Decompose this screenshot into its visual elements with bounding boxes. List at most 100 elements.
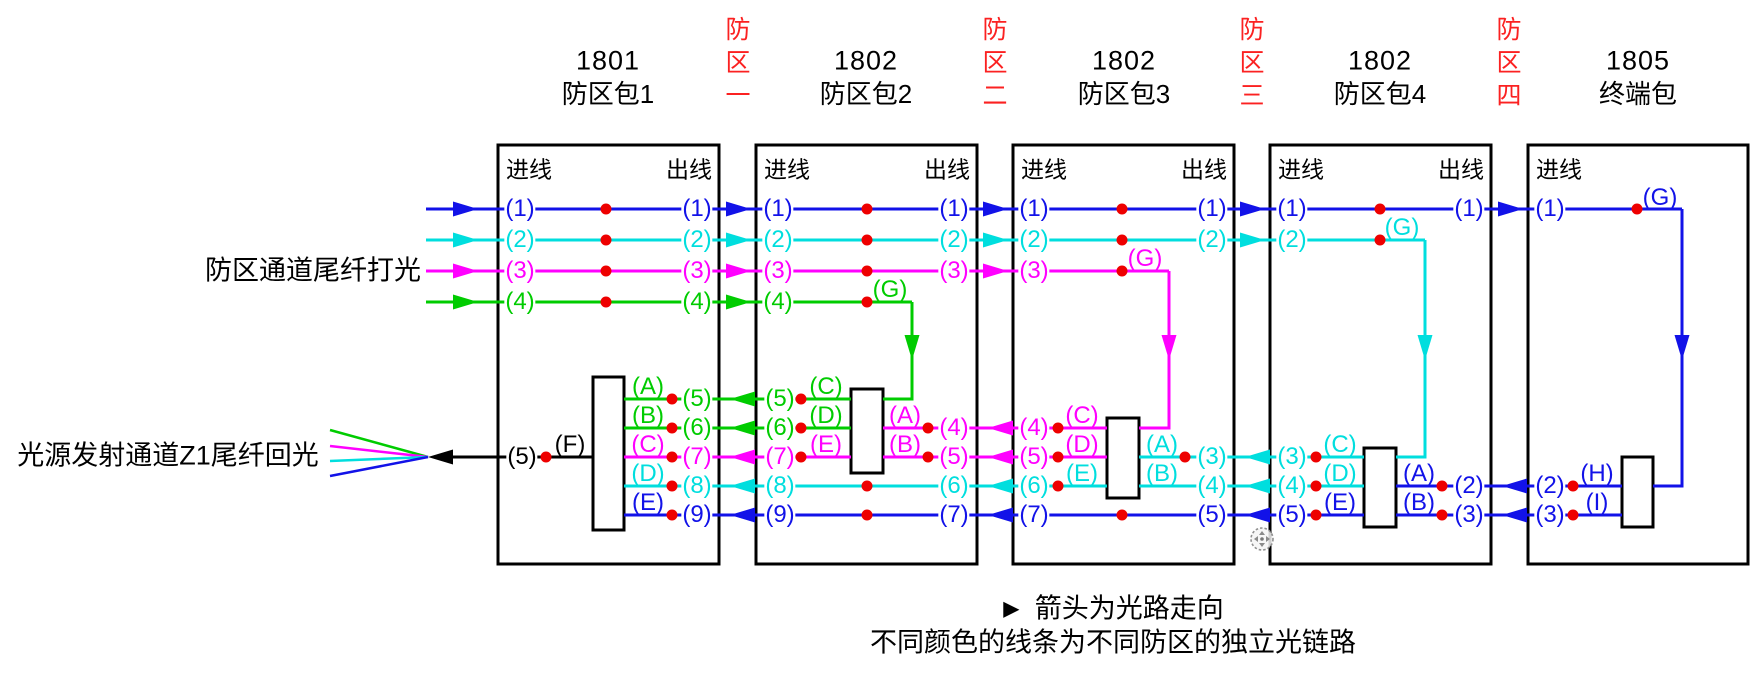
fiber-label: (A)	[1146, 431, 1178, 458]
fiber-label: (B)	[1403, 489, 1435, 516]
fiber-label: (I)	[1585, 489, 1609, 516]
port-label: (4)	[504, 288, 536, 315]
flow-arrow-icon	[1245, 449, 1270, 465]
fiber-label: (C)	[631, 431, 665, 458]
fiber-label: (D)	[809, 402, 843, 429]
flow-arrow-icon	[1240, 232, 1265, 248]
flow-arrow-icon	[1674, 335, 1690, 360]
zone-separator-char: 防	[725, 16, 751, 44]
zone-separator-label: 防区二	[982, 14, 1007, 113]
port-label: (5)	[1018, 443, 1050, 470]
outlet-header: 出线	[1181, 156, 1227, 183]
splitter-rect	[1105, 416, 1141, 500]
flow-arrow-icon	[453, 232, 478, 248]
inlet-header: 进线	[506, 156, 552, 183]
port-label: (6)	[681, 414, 713, 441]
splitter-rect	[1620, 455, 1655, 529]
port-label: (5)	[1276, 501, 1308, 528]
flow-arrow-icon	[726, 263, 751, 279]
port-label: (3)	[1196, 443, 1228, 470]
inlet-header: 进线	[1278, 156, 1324, 183]
splice-dot	[666, 480, 678, 492]
port-label: (4)	[1196, 472, 1228, 499]
zone-box	[496, 143, 721, 566]
flow-arrow-icon	[1245, 507, 1270, 523]
port-label: (5)	[506, 443, 538, 470]
flow-arrow-icon	[904, 335, 920, 360]
box-name: 防区包3	[1077, 79, 1171, 109]
splice-dot	[666, 422, 678, 434]
port-label: (4)	[681, 288, 713, 315]
splitter-rect	[591, 375, 626, 532]
port-label: (3)	[938, 257, 970, 284]
splice-dot	[861, 265, 873, 277]
fiber-label: (D)	[1065, 431, 1099, 458]
zone-separator-label: 防区一	[725, 14, 750, 113]
port-label: (2)	[1196, 226, 1228, 253]
splice-dot	[922, 422, 934, 434]
splice-dot	[1567, 509, 1579, 521]
flow-arrow-icon	[988, 449, 1013, 465]
flow-arrow-icon	[453, 201, 478, 217]
box-name: 防区包1	[561, 79, 655, 109]
splice-dot	[861, 480, 873, 492]
flow-arrow-icon	[453, 263, 478, 279]
fiber-label: (E)	[1324, 489, 1356, 516]
flow-arrow-icon	[988, 420, 1013, 436]
zone-separator-label: 防区三	[1239, 14, 1264, 113]
fiber-label: (A)	[889, 402, 921, 429]
fiber-label: (G)	[872, 276, 908, 303]
zone-separator-char: 防	[1496, 16, 1522, 44]
flow-arrow-icon	[453, 294, 478, 310]
port-label: (5)	[1196, 501, 1228, 528]
splice-dot	[1179, 451, 1191, 463]
port-label: (1)	[504, 195, 536, 222]
zone-separator-char: 区	[982, 49, 1008, 77]
splitter-rect	[1362, 446, 1398, 529]
port-label: (1)	[1453, 195, 1485, 222]
port-label: (4)	[1276, 472, 1308, 499]
zone-separator-char: 防	[1239, 16, 1265, 44]
fiber-label: (A)	[1403, 460, 1435, 487]
splice-dot	[1052, 480, 1064, 492]
splice-dot	[1374, 234, 1386, 246]
port-label: (4)	[762, 288, 794, 315]
fiber-label: (A)	[632, 373, 664, 400]
flow-arrow-icon	[730, 420, 755, 436]
port-label: (6)	[938, 472, 970, 499]
splice-dot	[795, 393, 807, 405]
port-label: (7)	[938, 501, 970, 528]
box-model: 1802	[833, 45, 899, 76]
splice-dot	[1631, 203, 1643, 215]
port-label: (6)	[764, 414, 796, 441]
port-label: (1)	[1196, 195, 1228, 222]
flow-arrow-icon	[730, 391, 755, 407]
box-name: 防区包4	[1333, 79, 1427, 109]
box-model: 1802	[1091, 45, 1157, 76]
port-label: (8)	[681, 472, 713, 499]
fiber-label: (H)	[1580, 460, 1614, 487]
legend-text-1: 箭头为光路走向	[1034, 593, 1224, 624]
port-label: (1)	[681, 195, 713, 222]
splice-dot	[1116, 265, 1128, 277]
box-model: 1801	[575, 45, 641, 76]
port-label: (6)	[1018, 472, 1050, 499]
port-label: (3)	[681, 257, 713, 284]
splice-dot	[666, 451, 678, 463]
zone-box	[1526, 143, 1750, 566]
box-model: 1805	[1605, 45, 1671, 76]
port-label: (2)	[504, 226, 536, 253]
splice-dot	[1052, 422, 1064, 434]
return-channel-label: 光源发射通道Z1尾纤回光	[17, 440, 319, 471]
box-name: 终端包	[1598, 79, 1678, 109]
flow-arrow-icon	[1161, 335, 1177, 360]
splice-dot	[861, 234, 873, 246]
fiber-label: (C)	[1323, 431, 1357, 458]
port-label: (8)	[764, 472, 796, 499]
zone-separator-char: 区	[1239, 49, 1265, 77]
fanout-fiber-line	[329, 455, 429, 463]
fiber-label: (G)	[1127, 245, 1163, 272]
fiber-label: (F)	[554, 431, 586, 458]
port-label: (7)	[1018, 501, 1050, 528]
